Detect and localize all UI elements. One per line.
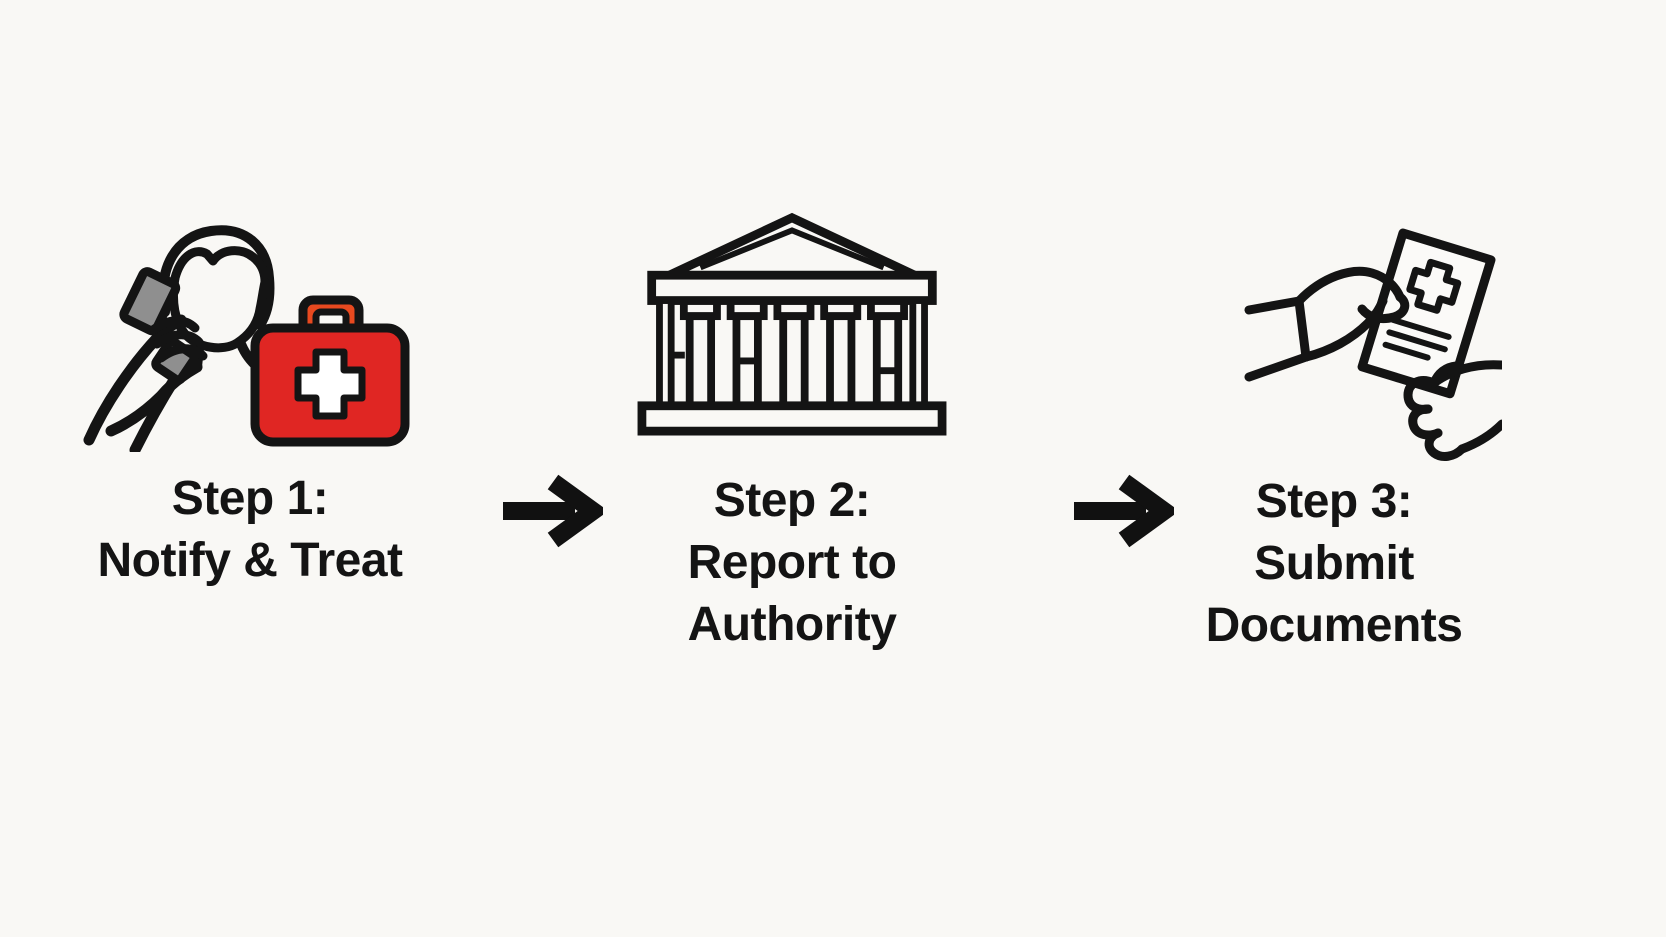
phone-screen — [118, 267, 180, 336]
step-label-line: Step 1: — [171, 472, 329, 525]
step-label-line: Report to — [687, 536, 897, 589]
government-building-icon — [637, 212, 947, 436]
medical-document — [1357, 228, 1496, 399]
step-label-line: Step 2: — [713, 474, 871, 527]
step-label-line: Notify & Treat — [97, 534, 403, 587]
step-1: Step 1: Notify & Treat — [40, 212, 460, 592]
medical-cross-icon — [1406, 258, 1462, 314]
person-phone-first-aid-icon — [83, 225, 409, 452]
arrow-right-icon — [1074, 474, 1180, 553]
document-text-lines — [1382, 316, 1452, 361]
arrow-right-icon — [503, 474, 609, 553]
receiving-hand — [1403, 360, 1502, 461]
giving-hand — [1244, 266, 1410, 382]
step-3: Step 3: Submit Documents — [1158, 213, 1510, 657]
step-label: Step 3: Submit Documents — [1206, 471, 1463, 657]
step-label: Step 1: Notify & Treat — [97, 468, 403, 592]
step-label-line: Documents — [1205, 599, 1463, 652]
step-2: Step 2: Report to Authority — [622, 207, 962, 656]
hands-document-icon — [1244, 228, 1502, 461]
step-label-line: Authority — [687, 598, 897, 651]
medical-cross-icon — [294, 348, 365, 420]
step-label-line: Step 3: — [1255, 475, 1413, 528]
step-label: Step 2: Report to Authority — [688, 470, 897, 656]
step-label-line: Submit — [1254, 537, 1414, 590]
first-aid-kit-icon — [250, 295, 409, 447]
